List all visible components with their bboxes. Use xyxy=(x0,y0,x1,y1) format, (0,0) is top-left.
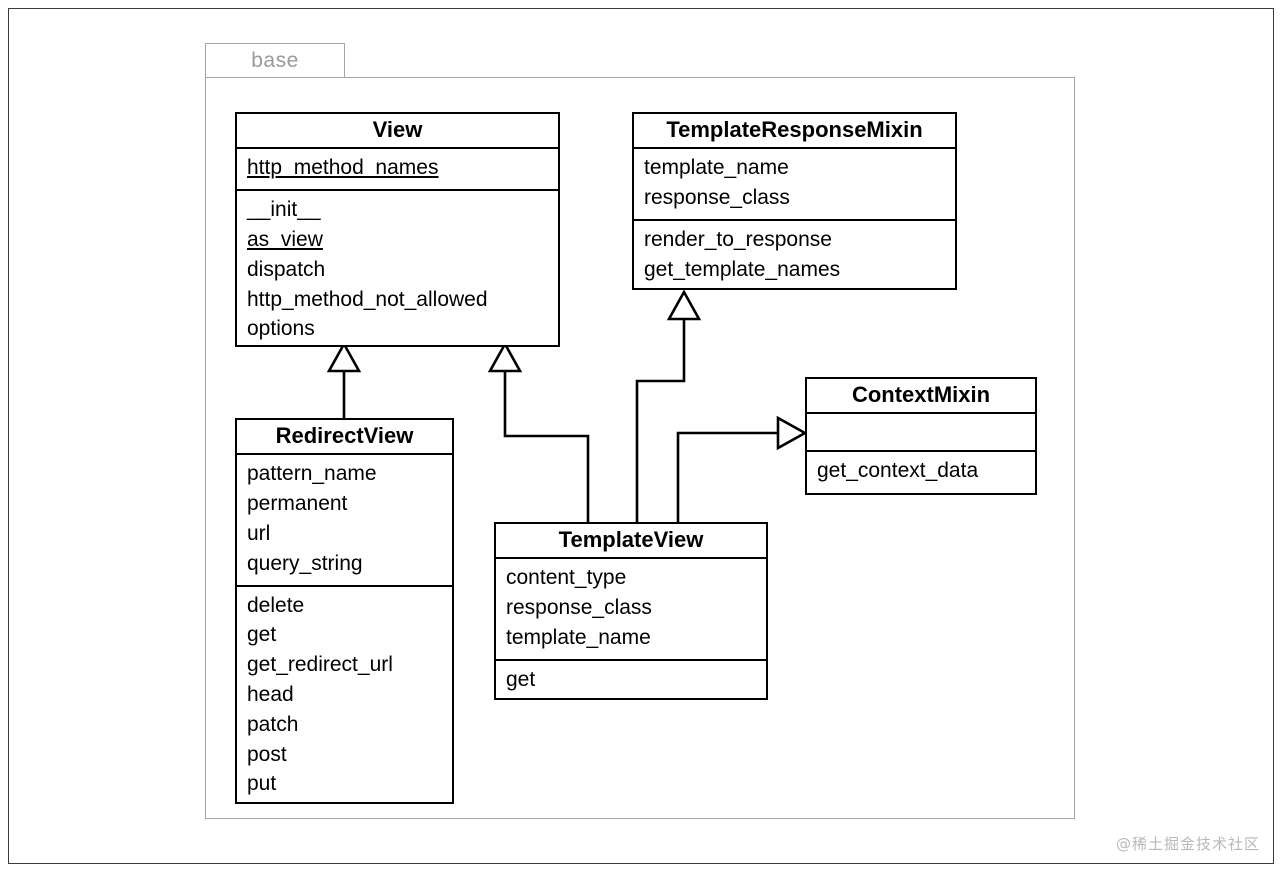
class-box-redirectview[interactable]: RedirectView pattern_name permanent url … xyxy=(235,418,454,804)
method-item: delete xyxy=(247,593,305,617)
method-item: patch xyxy=(247,712,299,736)
class-box-contextmixin[interactable]: ContextMixin get_context_data xyxy=(805,377,1037,495)
attribute-item: permanent xyxy=(247,492,348,516)
method-item: http_method_not_allowed xyxy=(247,287,488,311)
method-item: put xyxy=(247,772,277,796)
attributes-compartment-redirectview: pattern_name permanent url query_string xyxy=(237,455,452,587)
attributes-compartment-templateview: content_type response_class template_nam… xyxy=(496,559,766,661)
attribute-item: url xyxy=(247,521,271,545)
method-item: get_redirect_url xyxy=(247,653,393,677)
class-name-templateresponsemixin: TemplateResponseMixin xyxy=(634,114,955,150)
methods-compartment-templateview: get xyxy=(496,661,766,701)
package-tab-label: base xyxy=(251,49,299,72)
method-item: get xyxy=(247,623,277,647)
class-name-contextmixin: ContextMixin xyxy=(807,379,1035,415)
attributes-compartment-view: http_method_names xyxy=(237,149,558,192)
class-box-view[interactable]: View http_method_names __init__ as_view … xyxy=(235,112,560,347)
methods-compartment-redirectview: delete get get_redirect_url head patch p… xyxy=(237,587,452,806)
attribute-item: template_name xyxy=(506,625,651,649)
method-item: get_template_names xyxy=(644,257,841,281)
method-item: dispatch xyxy=(247,257,326,281)
generalization-redirectview-to-view xyxy=(326,341,362,418)
attribute-item: http_method_names xyxy=(247,156,439,180)
class-box-templateresponsemixin[interactable]: TemplateResponseMixin template_name resp… xyxy=(632,112,957,290)
package-tab: base xyxy=(205,43,345,78)
attribute-item: pattern_name xyxy=(247,462,377,486)
watermark: @稀土掘金技术社区 xyxy=(1115,835,1260,853)
generalization-templateview-to-contextmixin xyxy=(676,415,808,522)
class-name-view: View xyxy=(237,114,558,150)
methods-compartment-templateresponsemixin: render_to_response get_template_names xyxy=(634,221,955,291)
generalization-templateview-to-view xyxy=(487,341,590,522)
attributes-compartment-contextmixin xyxy=(807,414,1035,453)
attribute-item: query_string xyxy=(247,551,363,575)
method-item: get xyxy=(506,667,536,691)
methods-compartment-contextmixin: get_context_data xyxy=(807,452,1035,492)
attributes-compartment-templateresponsemixin: template_name response_class xyxy=(634,149,955,221)
attribute-item: response_class xyxy=(644,186,790,210)
methods-compartment-view: __init__ as_view dispatch http_method_no… xyxy=(237,191,558,350)
generalization-templateview-to-templateresponsemixin xyxy=(635,289,702,522)
method-item: options xyxy=(247,317,315,341)
method-item: get_context_data xyxy=(817,459,979,483)
class-name-redirectview: RedirectView xyxy=(237,420,452,456)
method-item: render_to_response xyxy=(644,227,832,251)
method-item: head xyxy=(247,682,294,706)
method-item: __init__ xyxy=(247,198,321,222)
class-box-templateview[interactable]: TemplateView content_type response_class… xyxy=(494,522,768,700)
class-name-templateview: TemplateView xyxy=(496,524,766,560)
attribute-item: response_class xyxy=(506,596,652,620)
attribute-item: content_type xyxy=(506,566,627,590)
method-item: post xyxy=(247,742,287,766)
attribute-item: template_name xyxy=(644,156,789,180)
method-item: as_view xyxy=(247,227,323,251)
